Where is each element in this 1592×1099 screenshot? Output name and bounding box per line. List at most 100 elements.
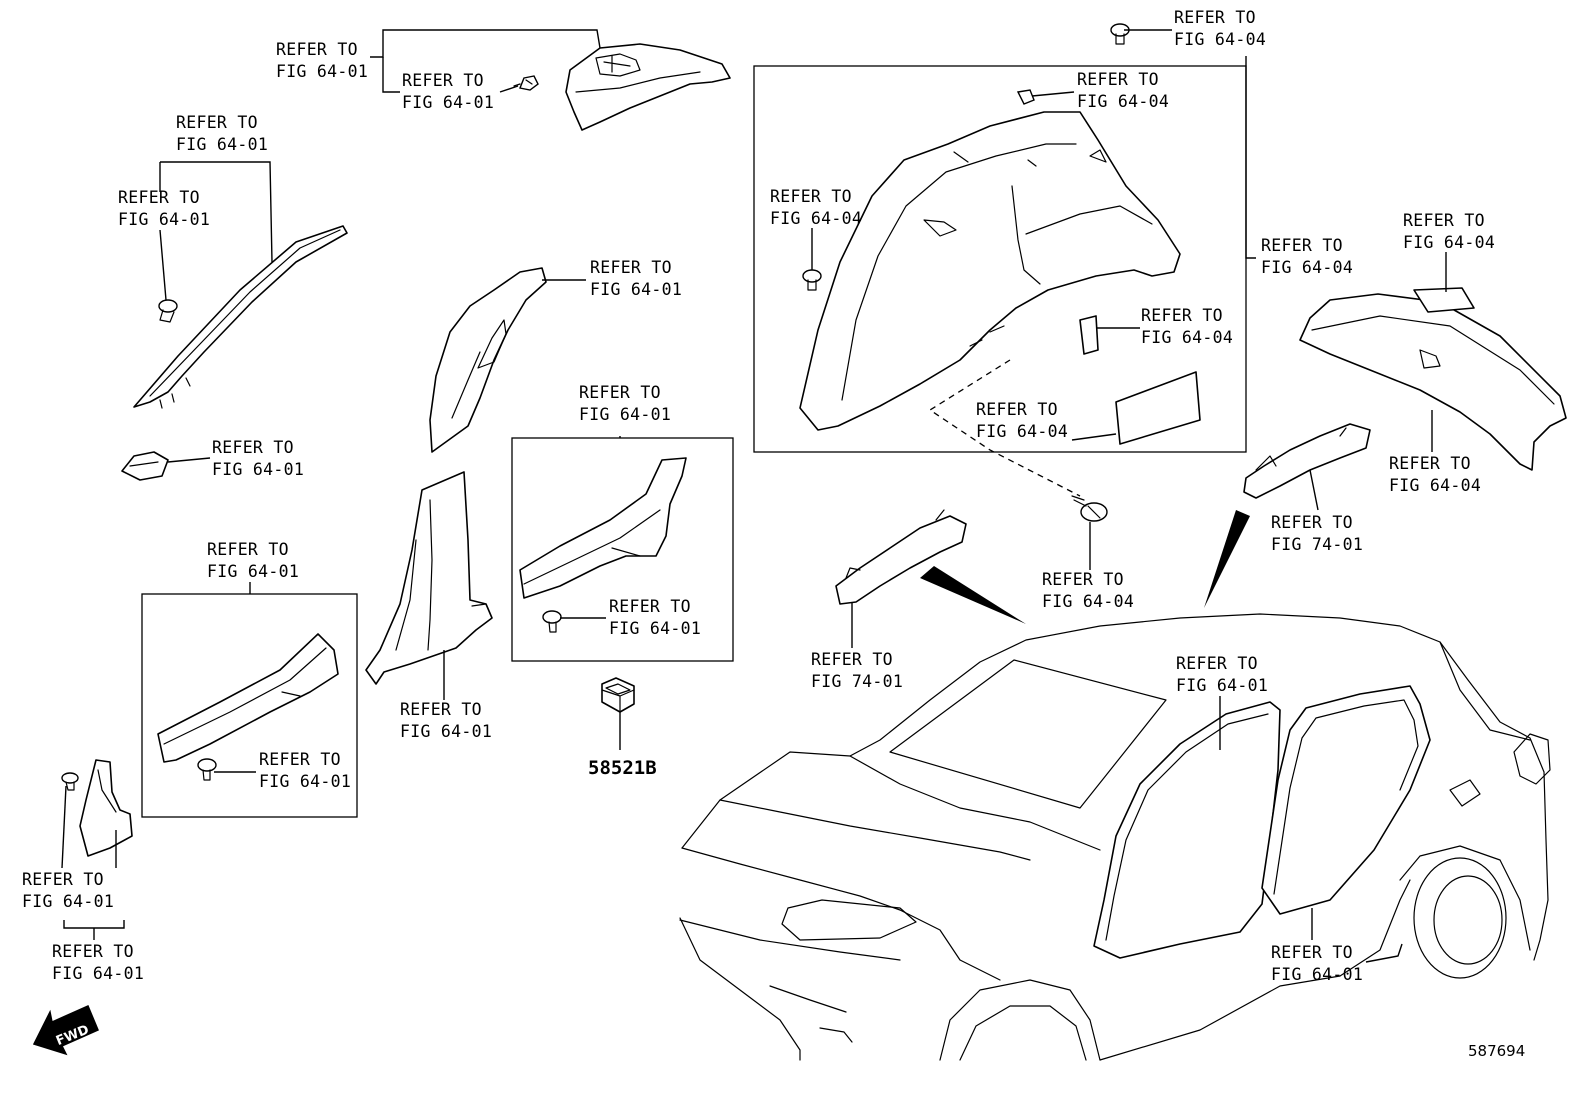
svg-text:FIG 64-01: FIG 64-01 xyxy=(402,93,494,112)
svg-text:REFER TO: REFER TO xyxy=(207,540,289,559)
svg-text:REFER TO: REFER TO xyxy=(811,650,893,669)
svg-text:FIG 64-04: FIG 64-04 xyxy=(1403,233,1495,252)
svg-text:REFER TO: REFER TO xyxy=(1141,306,1223,325)
svg-text:FIG 64-04: FIG 64-04 xyxy=(770,209,862,228)
rear-quarter-trim-panel[interactable] xyxy=(799,111,1181,431)
bracket-icon xyxy=(1079,315,1099,355)
svg-text:REFER TO: REFER TO xyxy=(259,750,341,769)
callout-c22[interactable]: REFER TO FIG 64-04 xyxy=(1403,211,1495,252)
scuff-plate-box xyxy=(511,437,734,662)
svg-text:FIG 64-04: FIG 64-04 xyxy=(1261,258,1353,277)
callouts: REFER TO FIG 64-01 REFER TO FIG 64-01 RE… xyxy=(22,8,1525,1060)
svg-text:REFER TO: REFER TO xyxy=(590,258,672,277)
callout-c25[interactable]: REFER TO FIG 74-01 xyxy=(1271,513,1363,554)
svg-text:FIG 64-01: FIG 64-01 xyxy=(176,135,268,154)
back-door-trim[interactable] xyxy=(1299,293,1567,471)
callout-c13[interactable]: REFER TO FIG 64-01 xyxy=(52,942,144,983)
svg-text:REFER TO: REFER TO xyxy=(1176,654,1258,673)
svg-text:FIG 64-04: FIG 64-04 xyxy=(1174,30,1266,49)
svg-text:REFER TO: REFER TO xyxy=(52,942,134,961)
callout-c19[interactable]: REFER TO FIG 64-04 xyxy=(1261,236,1353,277)
svg-text:REFER TO: REFER TO xyxy=(579,383,661,402)
fwd-arrow-icon: FWD xyxy=(32,1005,99,1056)
svg-text:FIG 64-01: FIG 64-01 xyxy=(1176,676,1268,695)
callout-c4[interactable]: REFER TO FIG 64-01 xyxy=(118,188,210,229)
callout-c15[interactable]: REFER TO FIG 64-01 xyxy=(1271,943,1363,984)
svg-text:REFER TO: REFER TO xyxy=(1174,8,1256,27)
screw-clip-icon xyxy=(802,269,822,291)
callout-c12[interactable]: REFER TO FIG 64-01 xyxy=(22,870,114,911)
callout-c1[interactable]: REFER TO FIG 64-01 xyxy=(276,40,368,81)
svg-text:REFER TO: REFER TO xyxy=(276,40,358,59)
callout-c6[interactable]: REFER TO FIG 64-01 xyxy=(590,258,682,299)
svg-text:FIG 64-01: FIG 64-01 xyxy=(590,280,682,299)
vehicle-outline xyxy=(679,613,1551,1061)
svg-text:FIG 74-01: FIG 74-01 xyxy=(811,672,903,691)
svg-text:REFER TO: REFER TO xyxy=(400,700,482,719)
small-bracket[interactable] xyxy=(121,451,169,481)
svg-text:FIG 64-01: FIG 64-01 xyxy=(52,964,144,983)
svg-text:FIG 64-04: FIG 64-04 xyxy=(1077,92,1169,111)
svg-text:REFER TO: REFER TO xyxy=(1271,513,1353,532)
pointer-triangle xyxy=(920,566,1026,624)
svg-text:FIG 64-04: FIG 64-04 xyxy=(1141,328,1233,347)
svg-text:FIG 64-04: FIG 64-04 xyxy=(1042,592,1134,611)
front-pillar-garnish[interactable] xyxy=(133,225,348,409)
part-58521b-icon xyxy=(601,677,635,713)
rear-door-scuff-plate[interactable] xyxy=(519,457,687,599)
callout-c5[interactable]: REFER TO FIG 64-01 xyxy=(212,438,304,479)
svg-text:REFER TO: REFER TO xyxy=(1403,211,1485,230)
upper-quarter-trim[interactable] xyxy=(565,43,731,131)
callout-c24[interactable]: REFER TO FIG 64-04 xyxy=(1042,570,1134,611)
assist-grip-front[interactable] xyxy=(835,509,967,605)
svg-text:REFER TO: REFER TO xyxy=(22,870,104,889)
quarter-trim-box xyxy=(753,65,1247,453)
svg-text:REFER TO: REFER TO xyxy=(1261,236,1343,255)
assist-grip-rear[interactable] xyxy=(1243,423,1371,499)
part-number-58521b[interactable]: 58521B xyxy=(588,757,657,779)
svg-text:REFER TO: REFER TO xyxy=(1042,570,1124,589)
callout-c26[interactable]: REFER TO FIG 74-01 xyxy=(811,650,903,691)
callout-c3[interactable]: REFER TO FIG 64-01 xyxy=(176,113,268,154)
svg-text:REFER TO: REFER TO xyxy=(1389,454,1471,473)
diagram-id: 587694 xyxy=(1468,1042,1525,1060)
callout-c9[interactable]: REFER TO FIG 64-01 xyxy=(207,540,299,581)
cover-icon xyxy=(1115,371,1201,445)
callout-c2[interactable]: REFER TO FIG 64-01 xyxy=(402,71,494,112)
callout-c8[interactable]: REFER TO FIG 64-01 xyxy=(609,597,701,638)
callout-c14[interactable]: REFER TO FIG 64-01 xyxy=(1176,654,1268,695)
callout-c20[interactable]: REFER TO FIG 64-04 xyxy=(1141,306,1233,347)
callout-c16[interactable]: REFER TO FIG 64-04 xyxy=(1174,8,1266,49)
svg-text:REFER TO: REFER TO xyxy=(212,438,294,457)
callout-c7[interactable]: REFER TO FIG 64-01 xyxy=(579,383,671,424)
center-pillar-lower-garnish[interactable] xyxy=(365,471,493,685)
center-pillar-upper-garnish[interactable] xyxy=(429,267,547,453)
front-door-scuff-plate[interactable] xyxy=(157,633,339,763)
svg-text:FIG 64-01: FIG 64-01 xyxy=(212,460,304,479)
clip-icon xyxy=(1016,89,1035,105)
svg-text:FIG 64-01: FIG 64-01 xyxy=(276,62,368,81)
callout-c17[interactable]: REFER TO FIG 64-04 xyxy=(1077,70,1169,111)
svg-text:FIG 64-01: FIG 64-01 xyxy=(400,722,492,741)
callout-c11[interactable]: REFER TO FIG 64-01 xyxy=(400,700,492,741)
svg-text:REFER TO: REFER TO xyxy=(976,400,1058,419)
svg-text:REFER TO: REFER TO xyxy=(402,71,484,90)
callout-c23[interactable]: REFER TO FIG 64-04 xyxy=(1389,454,1481,495)
svg-text:FIG 64-04: FIG 64-04 xyxy=(976,422,1068,441)
clip-icon xyxy=(1110,23,1130,45)
callout-c10[interactable]: REFER TO FIG 64-01 xyxy=(259,750,351,791)
svg-text:REFER TO: REFER TO xyxy=(1077,70,1159,89)
cowl-side-trim[interactable] xyxy=(79,759,133,857)
clip-icon xyxy=(513,75,539,91)
svg-text:FIG 64-01: FIG 64-01 xyxy=(1271,965,1363,984)
svg-text:REFER TO: REFER TO xyxy=(1271,943,1353,962)
callout-c18[interactable]: REFER TO FIG 64-04 xyxy=(770,187,862,228)
svg-text:FIG 64-01: FIG 64-01 xyxy=(579,405,671,424)
svg-text:FIG 74-01: FIG 74-01 xyxy=(1271,535,1363,554)
svg-text:REFER TO: REFER TO xyxy=(118,188,200,207)
callout-c21[interactable]: REFER TO FIG 64-04 xyxy=(976,400,1068,441)
svg-text:REFER TO: REFER TO xyxy=(176,113,258,132)
screw-icon xyxy=(197,758,217,781)
leader-lines xyxy=(61,29,1447,963)
